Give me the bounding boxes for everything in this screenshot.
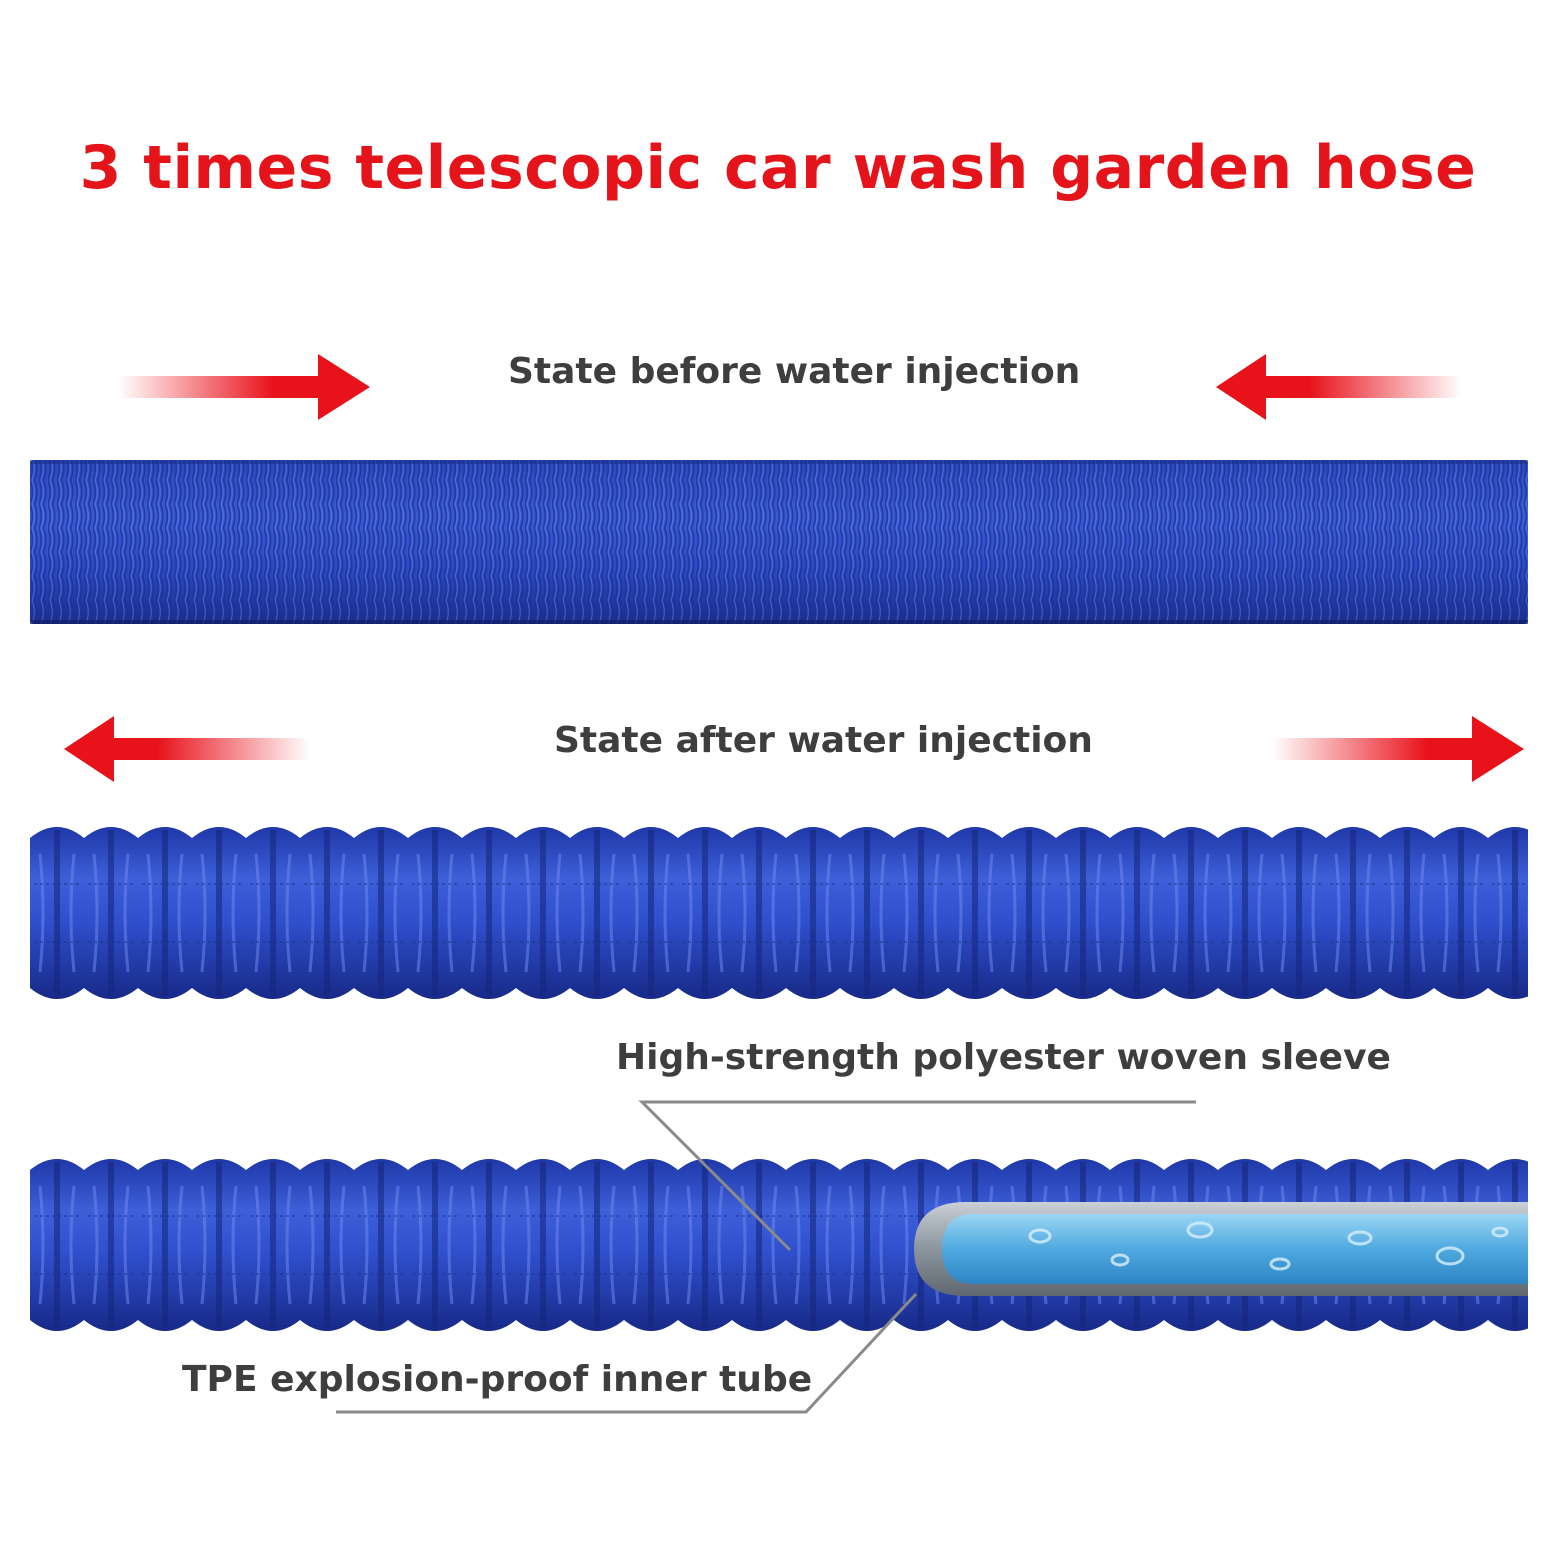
inner-tube-callout-label: TPE explosion-proof inner tube — [182, 1359, 813, 1400]
state-after-label: State after water injection — [554, 720, 1093, 761]
arrow-right-icon — [118, 354, 370, 420]
page-title: 3 times telescopic car wash garden hose — [79, 133, 1477, 203]
sleeve-callout-label: High-strength polyester woven sleeve — [616, 1037, 1391, 1078]
expanded-hose — [30, 824, 1528, 1002]
state-before-label: State before water injection — [508, 351, 1081, 392]
compressed-hose — [30, 460, 1528, 624]
cutaway-hose — [30, 1156, 1528, 1334]
arrow-left-icon — [64, 716, 310, 782]
arrow-left-icon — [1216, 354, 1462, 420]
arrow-right-icon — [1272, 716, 1524, 782]
